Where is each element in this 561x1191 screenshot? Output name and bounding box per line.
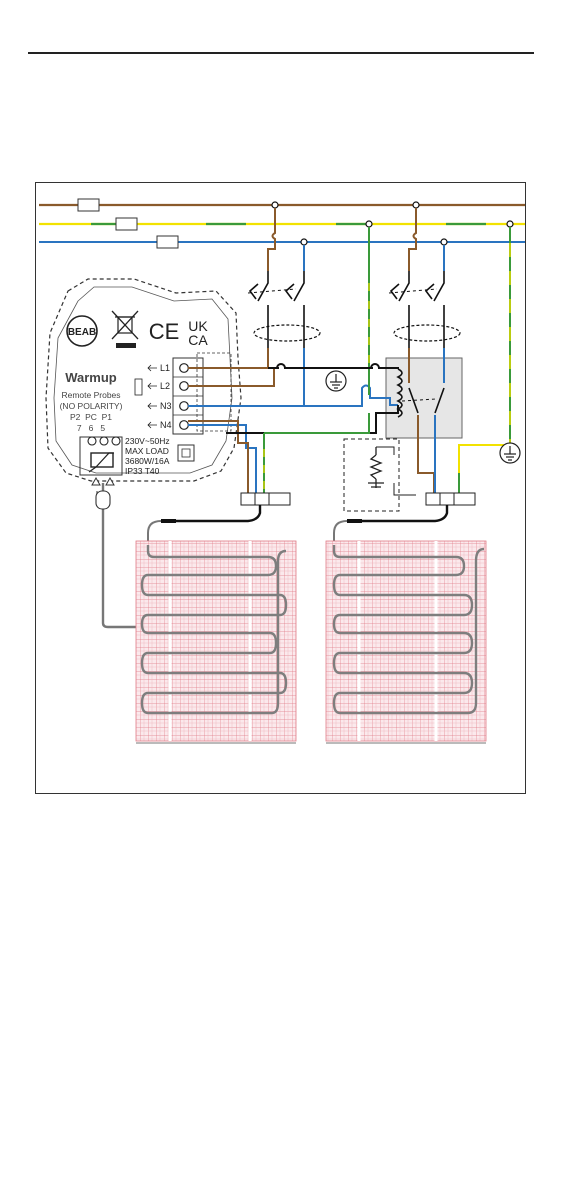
rcd-test-circuit: [344, 439, 416, 511]
neutral-tag: [157, 236, 178, 248]
terminal-label-l2: L2: [160, 381, 170, 391]
breaker-right: [389, 271, 460, 348]
rating-line-3: 3680W/16A: [125, 456, 170, 466]
terminal-label-n3: N3: [160, 401, 172, 411]
rating-line-4: IP33 T40: [125, 466, 160, 476]
supply-bus: [39, 199, 525, 248]
ukca-mark-line2: CA: [188, 332, 208, 348]
probes-note: (NO POLARITY): [60, 401, 123, 411]
breaker-left: [248, 271, 320, 348]
heating-mat-left: [136, 541, 296, 743]
thermostat: BEAB CE UK CA Warmup Remote Probes (NO P…: [46, 279, 241, 481]
earth-ground-icon: [500, 443, 520, 463]
junction-block-right: [426, 493, 475, 505]
rating-line-2: MAX LOAD: [125, 446, 169, 456]
junction-block-left: [241, 493, 290, 505]
wiring-diagram-frame: BEAB CE UK CA Warmup Remote Probes (NO P…: [35, 182, 526, 794]
earth-ground-icon: [326, 371, 346, 391]
wiring-diagram: BEAB CE UK CA Warmup Remote Probes (NO P…: [36, 183, 525, 793]
heating-mat-right: [326, 541, 486, 743]
terminal-label-l1: L1: [160, 363, 170, 373]
top-rule: [28, 52, 534, 54]
contactor: [386, 358, 462, 438]
warmup-brand: Warmup: [65, 370, 117, 385]
beab-logo-text: BEAB: [68, 327, 96, 338]
probe-sensor-icon: [92, 478, 114, 509]
rating-line-1: 230V~50Hz: [125, 436, 170, 446]
terminal-label-n4: N4: [160, 420, 172, 430]
earth-tag: [116, 218, 137, 230]
probe-pins: 7 6 5: [77, 423, 106, 433]
live-tag: [78, 199, 99, 211]
probe-labels: P2 PC P1: [70, 412, 112, 422]
probes-label: Remote Probes: [61, 390, 120, 400]
ce-mark: CE: [149, 319, 180, 344]
